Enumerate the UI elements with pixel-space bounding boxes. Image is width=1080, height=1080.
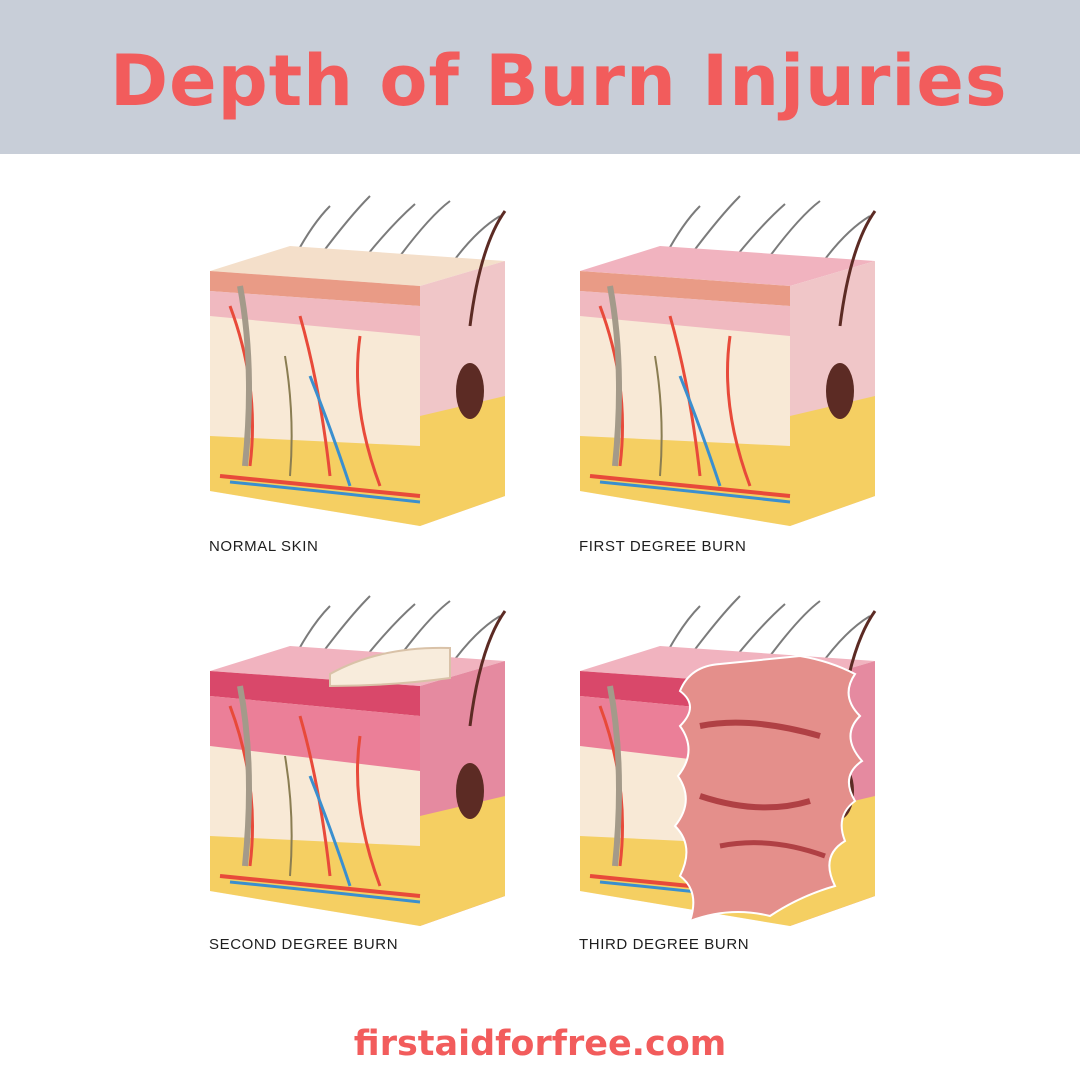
first-degree-burn-illustration: FIRST DEGREE BURN [570,186,890,555]
vein-vessels [229,375,421,504]
second-degree-burn-illustration: SECOND DEGREE BURN [200,586,520,953]
hair-follicle [456,610,507,819]
panel-caption: FIRST DEGREE BURN [579,538,747,555]
blister [329,646,451,688]
nerve-fibers [237,685,293,877]
panel-caption: SECOND DEGREE BURN [209,936,399,953]
vein-vessels [599,375,791,504]
panel-caption: THIRD DEGREE BURN [579,936,750,953]
nerve-fibers [607,685,622,867]
normal-skin-illustration: NORMAL SKIN [200,186,520,555]
vein-vessels [229,775,421,904]
nerve-fibers [237,285,293,477]
page-title: Depth of Burn Injuries [110,40,1008,122]
normal-skin-cube [210,195,507,526]
footer-website: firstaidforfree.com [353,1024,727,1064]
second-degree-burn-cube [210,595,507,926]
nerve-fibers [607,285,663,477]
panel-caption: NORMAL SKIN [209,538,319,555]
hair-follicle [456,210,507,419]
title-banner: Depth of Burn Injuries [0,0,1080,154]
third-degree-burn-illustration: THIRD DEGREE BURN [570,586,890,953]
hair-follicle [826,210,877,419]
first-degree-burn-cube [580,195,877,526]
third-degree-burn-cube [580,595,877,926]
